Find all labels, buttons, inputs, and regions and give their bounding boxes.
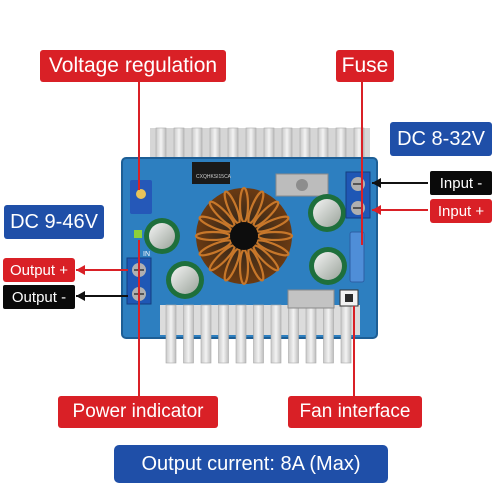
capacitor-3	[308, 194, 346, 232]
dc-output-range-badge: DC 9-46V	[4, 205, 104, 239]
controller-chip	[192, 162, 230, 184]
power-led	[134, 230, 142, 238]
fan-interface-label: Fan interface	[288, 396, 422, 428]
power-indicator-label: Power indicator	[58, 396, 218, 428]
dc-input-range-badge: DC 8-32V	[390, 122, 492, 156]
pcb-text: CXQHKSI15CA	[196, 174, 232, 180]
bottom-heatsink	[160, 304, 360, 364]
fuse-label: Fuse	[336, 50, 394, 82]
input-terminal	[345, 171, 371, 219]
capacitor-1	[144, 218, 180, 254]
pin-label-in: IN	[143, 251, 150, 258]
output-minus-label: Output -	[3, 285, 75, 309]
output-plus-label: Output +	[3, 258, 75, 282]
voltage-regulation-label: Voltage regulation	[40, 50, 226, 82]
output-current-badge: Output current: 8A (Max)	[114, 445, 388, 483]
fuse-component	[349, 231, 365, 283]
capacitor-2	[166, 261, 204, 299]
toroidal-inductor	[194, 186, 294, 286]
input-minus-label: Input -	[430, 171, 492, 195]
capacitor-4	[309, 247, 347, 285]
input-plus-label: Input +	[430, 199, 492, 223]
